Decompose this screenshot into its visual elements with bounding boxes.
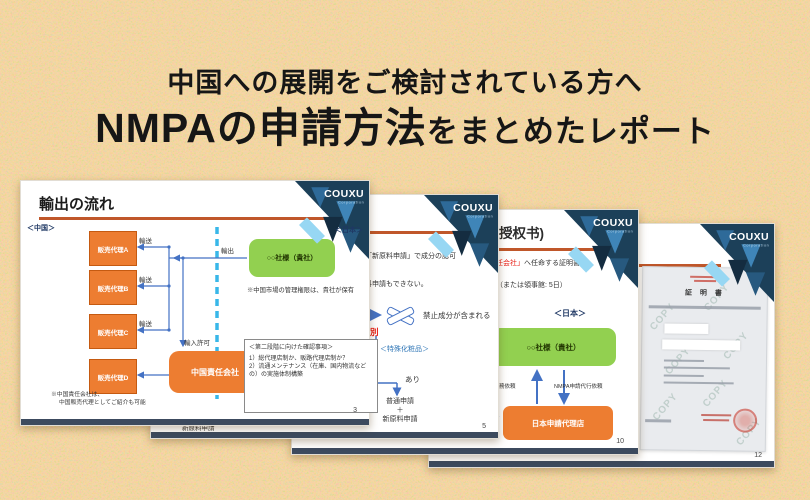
ship-label: 輸送 [139, 321, 152, 328]
agent-box-b: 販売代理B [89, 270, 137, 305]
red-header-mark [694, 279, 717, 283]
slide-title: 輸出の流れ [39, 196, 115, 213]
prohibited-text: 禁止成分が含まれる [423, 311, 491, 320]
doc-text-line [645, 419, 672, 423]
slide-footer-bar [151, 432, 498, 438]
china-label: ＜中国＞ [27, 225, 55, 232]
headline-line1: 中国への展開をご検討されている方へ [167, 68, 643, 98]
headline: 中国への展開をご検討されている方へ NMPAの申請方法をまとめたレポート [0, 66, 810, 162]
certificate-document: COPY COPY COPY COPY COPY COPY COPY 証 明 書 [639, 266, 769, 452]
page-number: 3 [353, 407, 357, 414]
stamp-caption-line [703, 418, 730, 422]
page-number: 10 [616, 438, 624, 445]
ship-label: 輸送 [139, 277, 152, 284]
certificate-title: 証 明 書 [684, 289, 725, 298]
headline-keyword: NMPAの申請方法 [95, 105, 427, 151]
couxu-wordmark: COUXU [593, 217, 633, 229]
couxu-subtitle: Corporation [606, 230, 633, 234]
betsu-label: 別 [370, 327, 379, 337]
copy-watermark: COPY [650, 391, 681, 423]
doc-text-line [663, 381, 734, 385]
couxu-wordmark: COUXU [729, 231, 769, 243]
special-cosmetics-label: ＜特殊化粧品＞ [380, 346, 429, 353]
checklist-item-1: 1）総代理店制か、販路代理店制か？ [249, 356, 349, 362]
ship-label: 輸送 [139, 238, 152, 245]
your-company-box: ○○社様（貴社） [249, 239, 335, 277]
slide-footer-bar [429, 461, 774, 467]
page-number: 5 [482, 423, 486, 430]
japan-agency-box: 日本申請代理店 [503, 406, 613, 440]
doc-text-line [663, 374, 704, 377]
slide-export-flow: 輸出の流れ ＜中国＞ ＜日本＞ 販売代理A 販売代理B 販売代理C 販売代理D … [20, 180, 378, 426]
slide-footer-bar [292, 448, 638, 454]
redacted-field [664, 323, 709, 335]
japan-label: ＜日本＞ [554, 309, 586, 318]
footnote-line2: 中国販売代理としてご紹介も可能 [59, 400, 146, 406]
japan-label: ＜日本＞ [335, 227, 363, 234]
title-underline [39, 217, 369, 220]
your-company-box: ○○社様（貴社） [491, 328, 616, 366]
headline-line2-rest: をまとめたレポート [426, 114, 715, 149]
couxu-subtitle: Corporation [466, 215, 493, 219]
headline-line2: NMPAの申請方法をまとめたレポート [0, 104, 810, 162]
prohibited-x-icon [385, 303, 416, 327]
ari-label: あり [405, 375, 420, 384]
stamp-caption-line [701, 413, 732, 417]
checklist-item-2: 2）流通メンテナンス（在庫、国内物流などの）の実施体制構築 [249, 364, 367, 378]
redacted-field [662, 339, 741, 351]
couxu-wordmark: COUXU [453, 202, 493, 214]
import-permit-label: 輸入許可 [184, 340, 210, 347]
market-note: ※中国市場の管理権限は、貴社が保有 [247, 287, 355, 294]
couxu-logo-corner: COUXU Corporation [424, 195, 498, 273]
export-label: 輸出 [221, 248, 234, 255]
checklist-heading: ＜第二段階に向けた確認事項＞ [249, 345, 334, 351]
agent-box-a: 販売代理A [89, 231, 137, 266]
couxu-subtitle: Corporation [337, 201, 364, 205]
couxu-wordmark: COUXU [324, 188, 364, 200]
phase2-checklist-box: ＜第二段階に向けた確認事項＞ 1）総代理店制か、販路代理店制か？ 2）流通メンテ… [244, 339, 378, 413]
page-number: 12 [754, 452, 762, 459]
couxu-subtitle: Corporation [742, 244, 769, 248]
slide-footer-bar [21, 419, 369, 425]
arrow-label-right: NMPA申請代行依頼 [554, 384, 603, 390]
red-header-mark [690, 275, 721, 279]
agent-box-c: 販売代理C [89, 314, 137, 349]
